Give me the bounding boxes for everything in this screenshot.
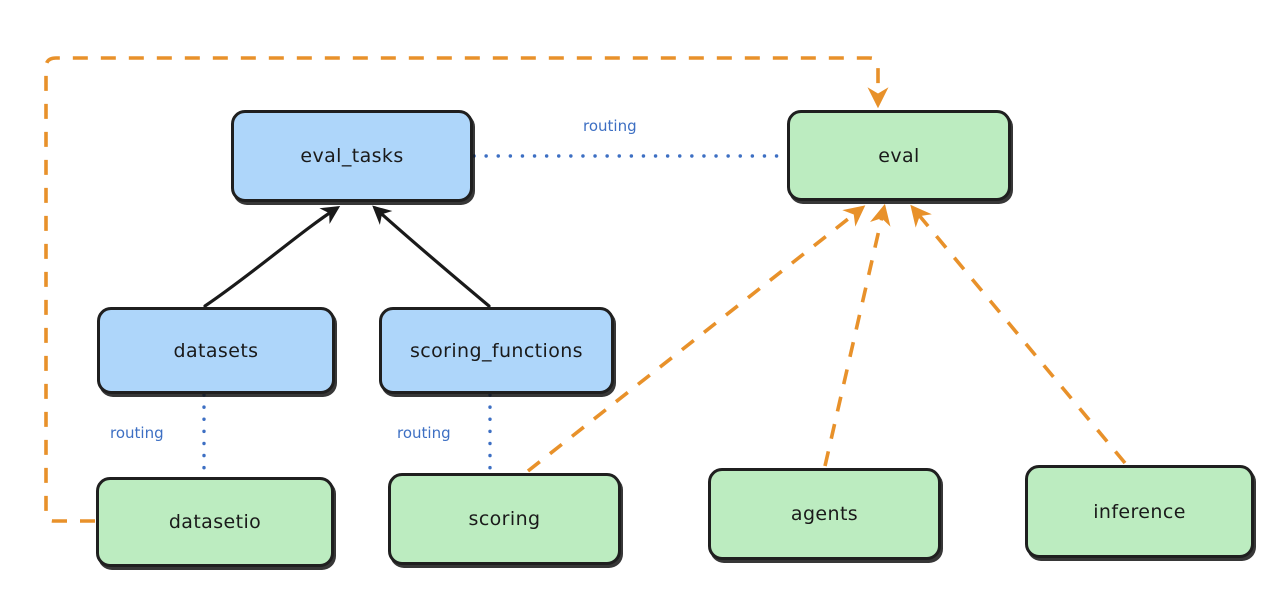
edge-label-routing-eval-tasks-eval: routing [580, 117, 640, 135]
node-label-scoring: scoring [468, 508, 541, 530]
node-label-datasets: datasets [173, 339, 259, 362]
node-label-inference: inference [1093, 500, 1186, 523]
node-scoring[interactable]: scoring [388, 473, 621, 565]
node-datasets[interactable]: datasets [97, 307, 335, 394]
edge-label-routing-scoring-functions-scoring: routing [394, 424, 454, 442]
node-label-scoring-functions: scoring_functions [410, 339, 583, 362]
node-eval-tasks[interactable]: eval_tasks [231, 110, 473, 202]
edge-datasetio-to-eval [44, 56, 889, 523]
node-inference[interactable]: inference [1025, 465, 1254, 558]
node-label-eval-tasks: eval_tasks [300, 145, 404, 167]
node-label-agents: agents [790, 503, 859, 525]
node-label-datasetio: datasetio [168, 511, 262, 533]
node-datasetio[interactable]: datasetio [96, 477, 334, 567]
edge-label-routing-datasets-datasetio: routing [107, 424, 167, 442]
edge-inference-to-eval [910, 204, 1127, 465]
node-agents[interactable]: agents [708, 468, 941, 560]
edge-agents-to-eval [823, 203, 891, 467]
node-eval[interactable]: eval [787, 110, 1011, 201]
edge-scoring-to-eval [526, 205, 866, 473]
edge-scoring-functions-to-eval-tasks [372, 205, 491, 308]
node-scoring-functions[interactable]: scoring_functions [379, 307, 614, 394]
node-label-eval: eval [878, 144, 920, 167]
edge-datasets-to-eval-tasks [203, 205, 341, 308]
